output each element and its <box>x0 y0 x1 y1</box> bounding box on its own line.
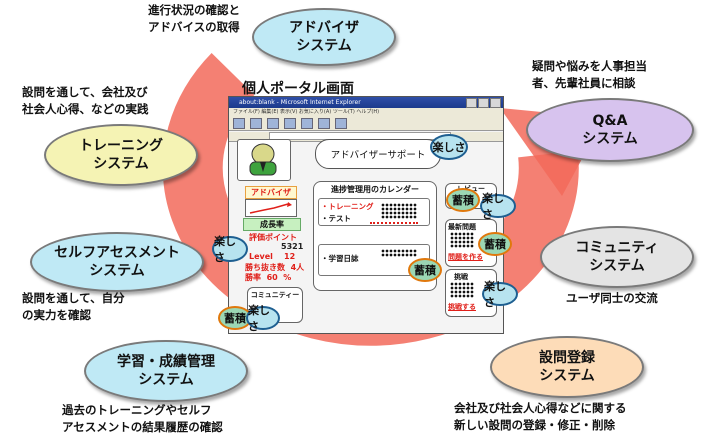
learning-note: 過去のトレーニングやセルフ アセスメントの結果履歴の確認 <box>62 403 223 434</box>
level-value: Level 12 <box>249 252 296 261</box>
refresh-icon[interactable] <box>284 117 296 129</box>
badge-store-review: 蓄積 <box>446 188 480 212</box>
qa-system-title: Q&A システム <box>582 113 638 147</box>
maximize-icon[interactable] <box>478 98 489 108</box>
advisor-system-title: アドバイザ システム <box>289 20 359 54</box>
advisor-support-bubble[interactable]: アドバイザーサポート <box>315 139 441 169</box>
avatar-panel <box>237 139 291 181</box>
challenge-panel[interactable]: 挑戦 挑戦する <box>445 269 497 317</box>
badge-fun-review: 楽しさ <box>480 192 516 221</box>
advisor-system: アドバイザ システム <box>252 8 396 66</box>
training-system-title: トレーニング システム <box>79 138 163 172</box>
community-system: コミュニティ システム <box>540 226 694 288</box>
wins-count: 勝ち抜き数 4人 <box>245 263 305 272</box>
calendar-diary-label: ・学習日誌 <box>321 254 359 263</box>
win-rate: 勝率 60 % <box>245 273 292 282</box>
community-system-title: コミュニティ システム <box>575 240 659 274</box>
search-icon[interactable] <box>318 117 330 129</box>
eval-points-value: 5321 <box>281 242 304 251</box>
window-controls[interactable] <box>466 98 501 108</box>
calendar-title: 進捗管理用のカレンダー <box>331 185 419 194</box>
calendar-training-row[interactable]: ・トレーニング ・テスト <box>318 198 430 226</box>
toolbar <box>229 116 503 131</box>
make-question-link[interactable]: 問題を作る <box>448 253 483 261</box>
browser-titlebar: about:blank - Microsoft Internet Explore… <box>229 97 503 108</box>
latest-question-panel[interactable]: 最新問題 問題を作る <box>445 219 497 267</box>
calendar-test-bar <box>370 222 418 226</box>
learning-system: 学習・成績管理 システム <box>84 340 248 402</box>
forward-icon[interactable] <box>250 117 262 129</box>
growth-rate-label: 成長率 <box>243 218 301 231</box>
browser-window: about:blank - Microsoft Internet Explore… <box>228 96 504 334</box>
self-assessment-system-title: セルフアセスメント システム <box>54 245 180 279</box>
challenge-link[interactable]: 挑戦する <box>448 303 476 311</box>
self-assessment-note: 設問を通して、自分 の実力を確認 <box>22 291 125 322</box>
quiz-wins-label: 挑戦 <box>454 273 468 281</box>
community-note: ユーザ同士の交流 <box>566 291 658 305</box>
menubar[interactable]: ファイル(F) 編集(E) 表示(V) お気に入り(A) ツール(T) ヘルプ(… <box>229 108 503 116</box>
challenge-dots <box>450 282 474 298</box>
qa-system: Q&A システム <box>526 98 694 162</box>
badge-store-calendar: 蓄積 <box>408 258 442 282</box>
learning-system-title: 学習・成績管理 システム <box>117 354 215 388</box>
calendar-training-label: ・トレーニング <box>321 202 374 211</box>
training-dots <box>381 203 417 219</box>
badge-fun-assessment: 楽しさ <box>212 235 248 264</box>
diary-dots <box>381 249 417 257</box>
stop-icon[interactable] <box>267 117 279 129</box>
advisor-note: 進行状況の確認と アドバイスの取得 <box>148 3 240 34</box>
minimize-icon[interactable] <box>466 98 477 108</box>
training-system: トレーニング システム <box>44 124 198 186</box>
badge-fun-advisor: 楽しさ <box>430 134 468 160</box>
back-icon[interactable] <box>233 117 245 129</box>
calendar-panel: 進捗管理用のカレンダー ・トレーニング ・テスト ・学習日誌 <box>313 181 437 291</box>
favorites-icon[interactable] <box>335 117 347 129</box>
qa-note: 疑問や悩みを人事担当 者、先輩社員に相談 <box>532 59 647 90</box>
question-dots <box>450 232 474 248</box>
self-assessment-system: セルフアセスメント システム <box>30 232 204 292</box>
portal-title: 個人ポータル画面 <box>242 81 354 97</box>
eval-points-label: 評価ポイント <box>249 233 297 242</box>
close-icon[interactable] <box>490 98 501 108</box>
training-note: 設問を通して、会社及び 社会人心得、などの実践 <box>22 85 149 116</box>
community-label: コミュニティー <box>250 291 300 299</box>
avatar-icon <box>249 143 277 176</box>
question-registration-note: 会社及び社会人心得などに関する 新しい設問の登録・修正・削除 <box>454 401 627 432</box>
advisor-tag[interactable]: アドバイザ <box>245 186 297 199</box>
badge-fun-challenge: 楽しさ <box>482 280 518 309</box>
badge-store-question: 蓄積 <box>478 232 512 256</box>
question-registration-system: 設問登録 システム <box>490 336 644 398</box>
browser-title-text: about:blank - Microsoft Internet Explore… <box>239 99 361 106</box>
home-icon[interactable] <box>301 117 313 129</box>
badge-fun-community: 楽しさ <box>246 304 280 333</box>
latest-question-label: 最新問題 <box>448 223 476 231</box>
growth-chart <box>245 199 297 217</box>
question-registration-system-title: 設問登録 システム <box>539 350 595 384</box>
calendar-test-label: ・テスト <box>321 214 351 223</box>
